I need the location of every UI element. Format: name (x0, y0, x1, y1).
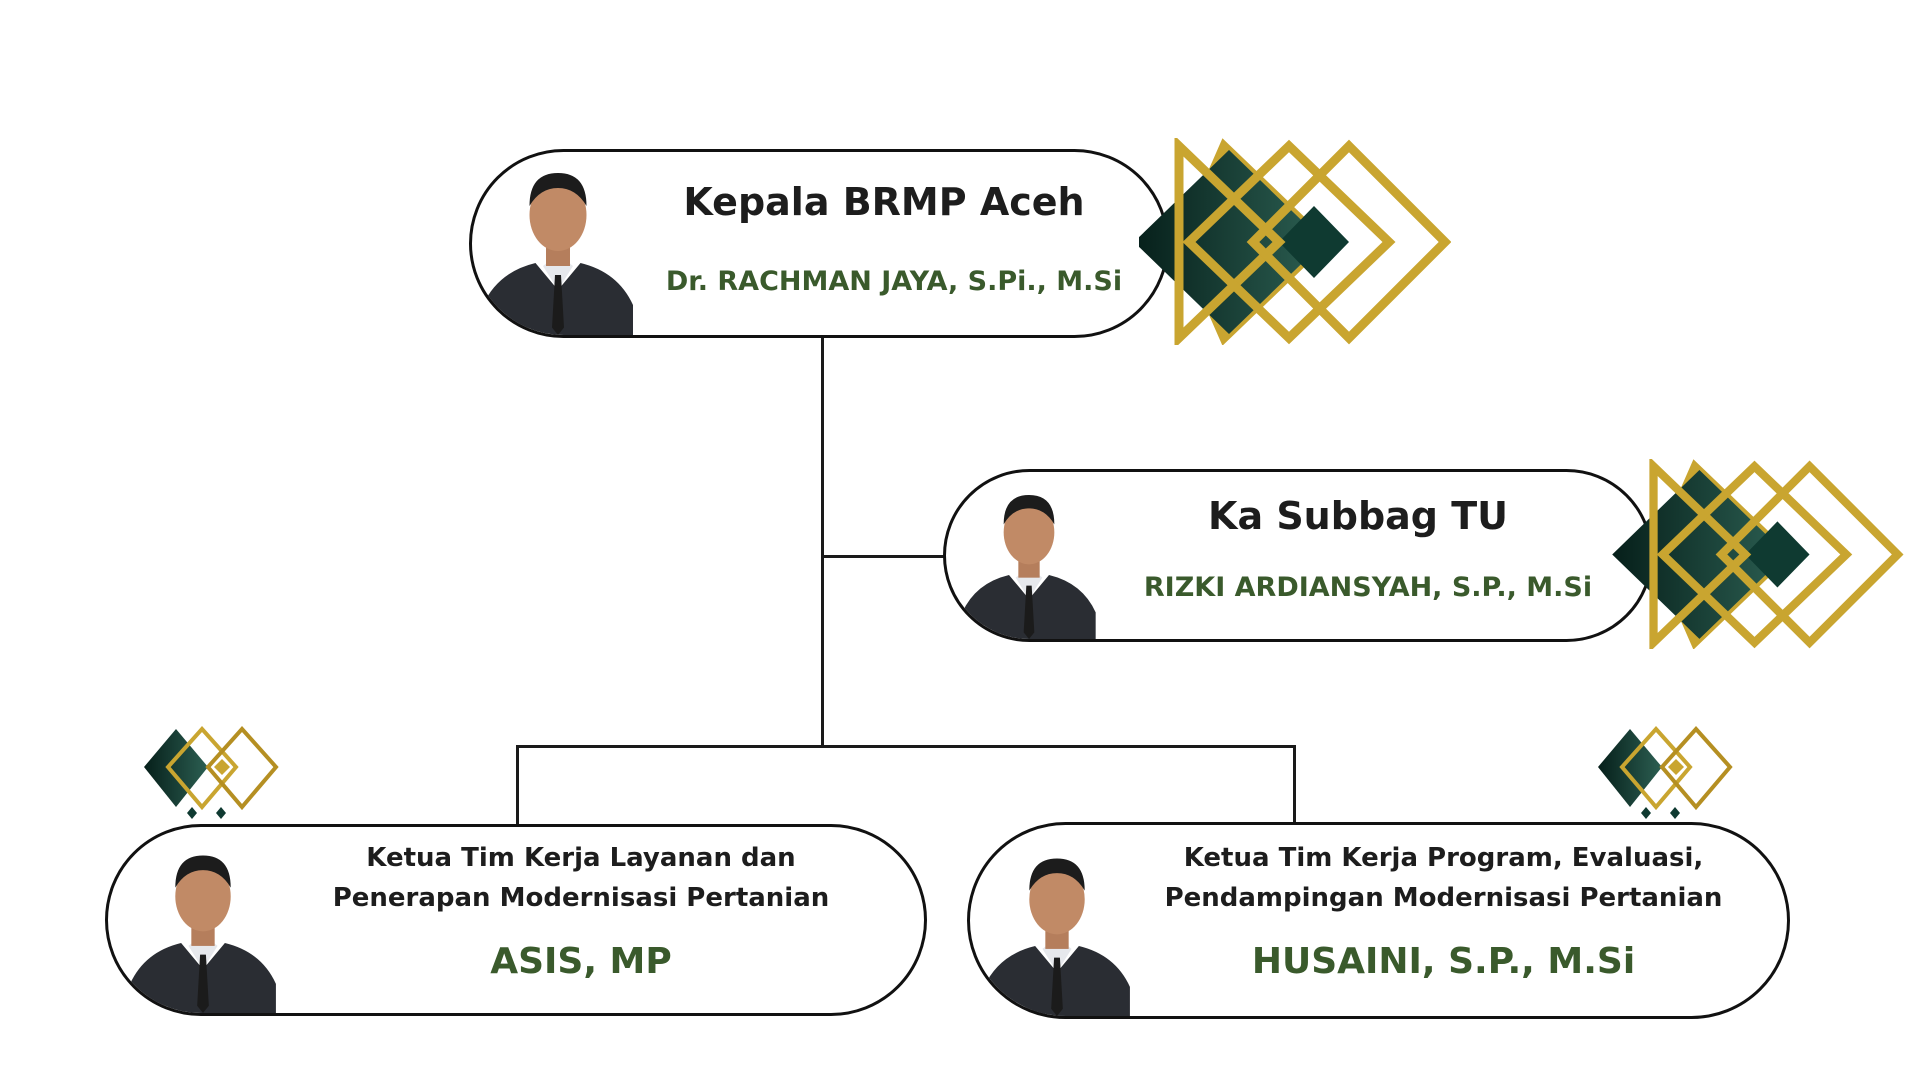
small-diamond-decoration-icon (144, 725, 322, 820)
connector-head-vertical (821, 338, 824, 748)
team1-photo (128, 838, 278, 1013)
small-diamond-decoration-icon (1598, 725, 1776, 820)
head-name: Dr. RACHMAN JAYA, S.Pi., M.Si (665, 266, 1123, 297)
connector-team2 (1293, 745, 1296, 823)
team1-card: Ketua Tim Kerja Layanan dan Penerapan Mo… (105, 824, 927, 1016)
subbag-name: RIZKI ARDIANSYAH, S.P., M.Si (1143, 572, 1593, 603)
subbag-card: Ka Subbag TU RIZKI ARDIANSYAH, S.P., M.S… (943, 469, 1653, 642)
diamond-decoration-icon (1604, 459, 1916, 649)
team2-name: HUSAINI, S.P., M.Si (1251, 941, 1636, 982)
subbag-title: Ka Subbag TU (1208, 494, 1508, 538)
team1-name: ASIS, MP (490, 941, 672, 982)
team1-title-line1: Ketua Tim Kerja Layanan dan (366, 843, 796, 873)
connector-subbag (822, 555, 944, 558)
head-title: Kepala BRMP Aceh (683, 180, 1085, 224)
team2-card: Ketua Tim Kerja Program, Evaluasi, Penda… (967, 822, 1790, 1019)
diamond-decoration-icon (1139, 138, 1451, 345)
subbag-photo (954, 479, 1104, 639)
head-photo (478, 155, 638, 335)
connector-horizontal (516, 745, 1296, 748)
team1-title-line2: Penerapan Modernisasi Pertanian (332, 883, 830, 913)
team2-title-line1: Ketua Tim Kerja Program, Evaluasi, (1183, 843, 1704, 873)
team2-photo (982, 841, 1132, 1016)
connector-team1 (516, 745, 519, 825)
head-card: Kepala BRMP Aceh Dr. RACHMAN JAYA, S.Pi.… (469, 149, 1169, 338)
team2-title-line2: Pendampingan Modernisasi Pertanian (1164, 883, 1723, 913)
